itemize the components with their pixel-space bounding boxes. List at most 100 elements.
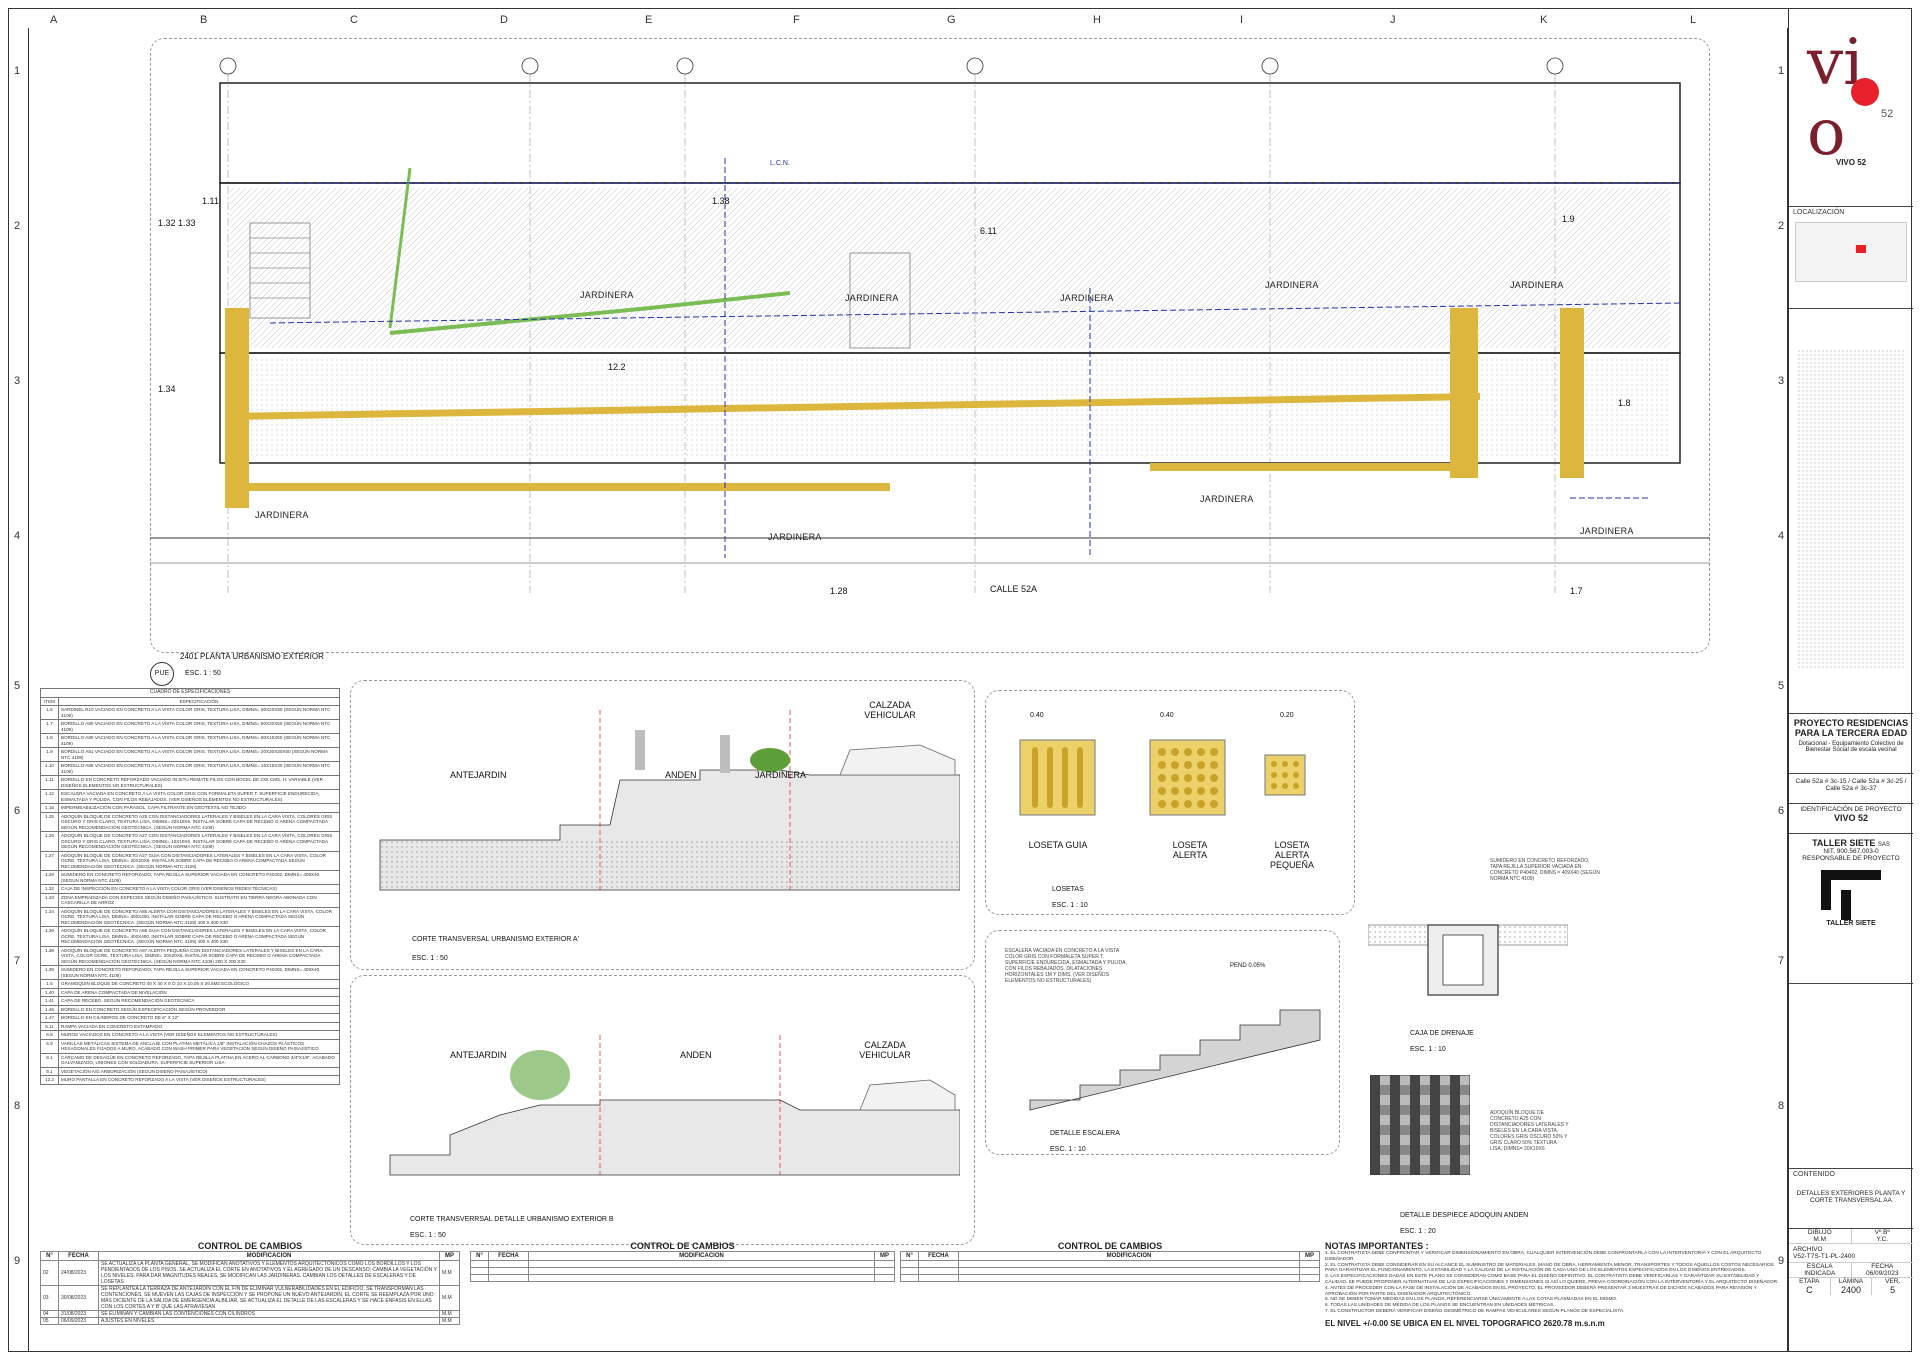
important-notes: NOTAS IMPORTANTES : 1. EL CONTRATISTA DE…: [1325, 1241, 1780, 1356]
change-control-title-1: CONTROL DE CAMBIOS: [197, 1241, 303, 1251]
plan-title: 2401 PLANTA URBANISMO EXTERIOR: [180, 652, 324, 661]
spec-item-code: 9.1: [40, 1066, 59, 1076]
change-control-3: CONTROL DE CAMBIOS N° FECHA MODIFICACION…: [900, 1241, 1320, 1336]
firm-nit: NIT. 900.567.003-0: [1823, 848, 1879, 855]
change-n: 04: [40, 1310, 59, 1318]
plan-tag-1: 1.33: [178, 218, 196, 228]
loseta-alerta-pequena-label: LOSETA ALERTA PEQUEÑA: [1269, 840, 1314, 870]
notes-body-5: 5. NO SE DEBEN TOMAR MEDIDAS EN LOS PLAN…: [1325, 1297, 1618, 1303]
logo-red-dot-icon: [1851, 78, 1879, 106]
change-fecha: 30/08/2023: [58, 1285, 99, 1311]
spec-item-desc: ZONA EMPRADIZADA CON ESPECIES SEGÚN DISE…: [58, 892, 340, 908]
plan-code-bubble: PUE: [150, 662, 174, 686]
cc2-col-mod: MODIFICACION: [528, 1251, 875, 1261]
spec-item-code: 1.7: [40, 719, 59, 734]
spec-item-desc: RAMPA VACIADA EN CONCRETO ESTAMPADO: [58, 1021, 340, 1031]
spec-item-code: 1.25: [40, 811, 59, 832]
change-control-2: CONTROL DE CAMBIOS N° FECHA MODIFICACION…: [470, 1241, 895, 1336]
notes-footer: EL NIVEL +/-0.00 SE UBICA EN EL NIVEL TO…: [1325, 1318, 1605, 1328]
firm-block: TALLER SIETE SAS NIT. 900.567.003-0 RESP…: [1789, 833, 1913, 983]
location-marker-icon: [1856, 245, 1866, 253]
grid-col-f: F: [793, 14, 800, 26]
grid-col-b: B: [200, 14, 208, 26]
spec-item-desc: ADOQUÍN BLOQUE DE CONCRETO A87 ALERTA PE…: [58, 945, 340, 966]
grid-row-8: 8: [14, 1100, 21, 1112]
change-control-title-3: CONTROL DE CAMBIOS: [1057, 1241, 1163, 1251]
escalera-title: DETALLE ESCALERA: [1050, 1130, 1120, 1137]
spec-item-desc: CÁRCAMO DE DESAGÜE EN CONCRETO REFORZADO…: [58, 1052, 340, 1068]
change-mp: M.M: [439, 1310, 460, 1318]
spec-item-desc: BORDILLO EN CILINDROS DE CONCRETO DE 6" …: [58, 1013, 340, 1023]
project-address: Calle 52a # 3c-15 / Calle 52a # 3c-25 / …: [1795, 778, 1907, 792]
plan-drawing: [150, 57, 1710, 593]
grid-row-2-right: 2: [1778, 220, 1785, 232]
spec-item-desc: VARILLAS METÁLICAS SISTEMA DE ANCLAJE CO…: [58, 1038, 340, 1054]
change-fecha: 06/09/2023: [58, 1317, 99, 1325]
contenido-label: CONTENIDO: [1793, 1171, 1835, 1178]
spec-item-code: 1.5: [40, 705, 59, 720]
grid-row-9-right: 9: [1778, 1255, 1785, 1267]
spec-item-desc: VEGETACIÓN A/G ARBORIZACIÓN (SEGÚN DISEÑ…: [58, 1066, 340, 1076]
spec-item-desc: ADOQUÍN BLOQUE DE CONCRETO A27 GUIA CON …: [58, 850, 340, 871]
grid-row-1: 1: [14, 65, 21, 77]
losetas-cloud: [985, 690, 1355, 915]
spec-table: CUADRO DE ESPECIFICACIONES ITEM ESPECIFI…: [40, 688, 340, 1240]
plan-label-jardinera-1: JARDINERA: [580, 290, 634, 300]
grid-row-6-right: 6: [1778, 805, 1785, 817]
change-control-title-2: CONTROL DE CAMBIOS: [630, 1241, 735, 1251]
section-a-antejardin: ANTEJARDIN: [450, 770, 507, 780]
spec-item-desc: ADOQUÍN BLOQUE DE CONCRETO A86 GUIA CON …: [58, 926, 340, 947]
grid-row-6: 6: [14, 805, 21, 817]
logo-subtext: 52: [1881, 108, 1894, 120]
escalera-note: ESCALERA VACIADA EN CONCRETO A LA VISTA …: [1005, 948, 1127, 984]
spec-item-desc: SUMIDERO EN CONCRETO REFORZADO, TAPA REJ…: [58, 870, 340, 885]
spec-item-code: 1.10: [40, 761, 59, 776]
adoquin-title: DETALLE DESPIECE ADOQUIN ANDEN: [1400, 1212, 1529, 1219]
location-label: LOCALIZACIÓN: [1793, 209, 1845, 216]
section-b-title: CORTE TRANSVERRSAL DETALLE URBANISMO EXT…: [410, 1216, 614, 1223]
plan-cloud-boundary: [150, 38, 1710, 653]
notes-body-3: 3. LAS ESPECIFICACIONES DADAS EN ESTE PL…: [1325, 1274, 1779, 1285]
id-label: IDENTIFICACIÓN DE PROYECTO: [1800, 806, 1902, 813]
section-b-antejardin: ANTEJARDIN: [450, 1050, 507, 1060]
change-mod: SE ACTUALIZA LA PLANTA GENERAL, SE MODIF…: [98, 1260, 440, 1286]
change-n: 02: [40, 1260, 59, 1286]
cc1-col-mod: MODIFICACION: [98, 1251, 440, 1261]
plan-tag-9: 1.7: [1570, 586, 1583, 596]
contenido-value: DETALLES EXTERIORES PLANTA Y CORTE TRANS…: [1796, 1190, 1906, 1204]
sidebar-notes: [1789, 308, 1913, 713]
grid-row-2: 2: [14, 220, 21, 232]
plan-tag-6: 1.28: [830, 586, 848, 596]
drenaje-title: CAJA DE DRENAJE: [1410, 1030, 1474, 1037]
spec-col-item: ITEM: [40, 696, 59, 706]
change-mp: M.M: [439, 1317, 460, 1325]
cc3-col-mp: MP: [1299, 1251, 1320, 1261]
loseta-dim-1: 0.40: [1030, 712, 1044, 719]
cc3-col-fecha: FECHA: [918, 1251, 959, 1261]
plan-tag-8: 1.9: [1562, 214, 1575, 224]
grid-row-7: 7: [14, 955, 21, 967]
loseta-guia-label: LOSETA GUIA: [1028, 840, 1088, 850]
change-mp: M.M: [439, 1260, 460, 1286]
escalera-cloud: [985, 930, 1340, 1155]
cc2-col-mp: MP: [874, 1251, 895, 1261]
grid-row-7-right: 7: [1778, 955, 1785, 967]
firm-responsible: RESPONSABLE DE PROYECTO: [1802, 855, 1900, 862]
plan-label-jardinera-4: JARDINERA: [1265, 280, 1319, 290]
spec-item-desc: SARDINEL R10 VACIADO EN CONCRETO A LA VI…: [58, 705, 340, 720]
